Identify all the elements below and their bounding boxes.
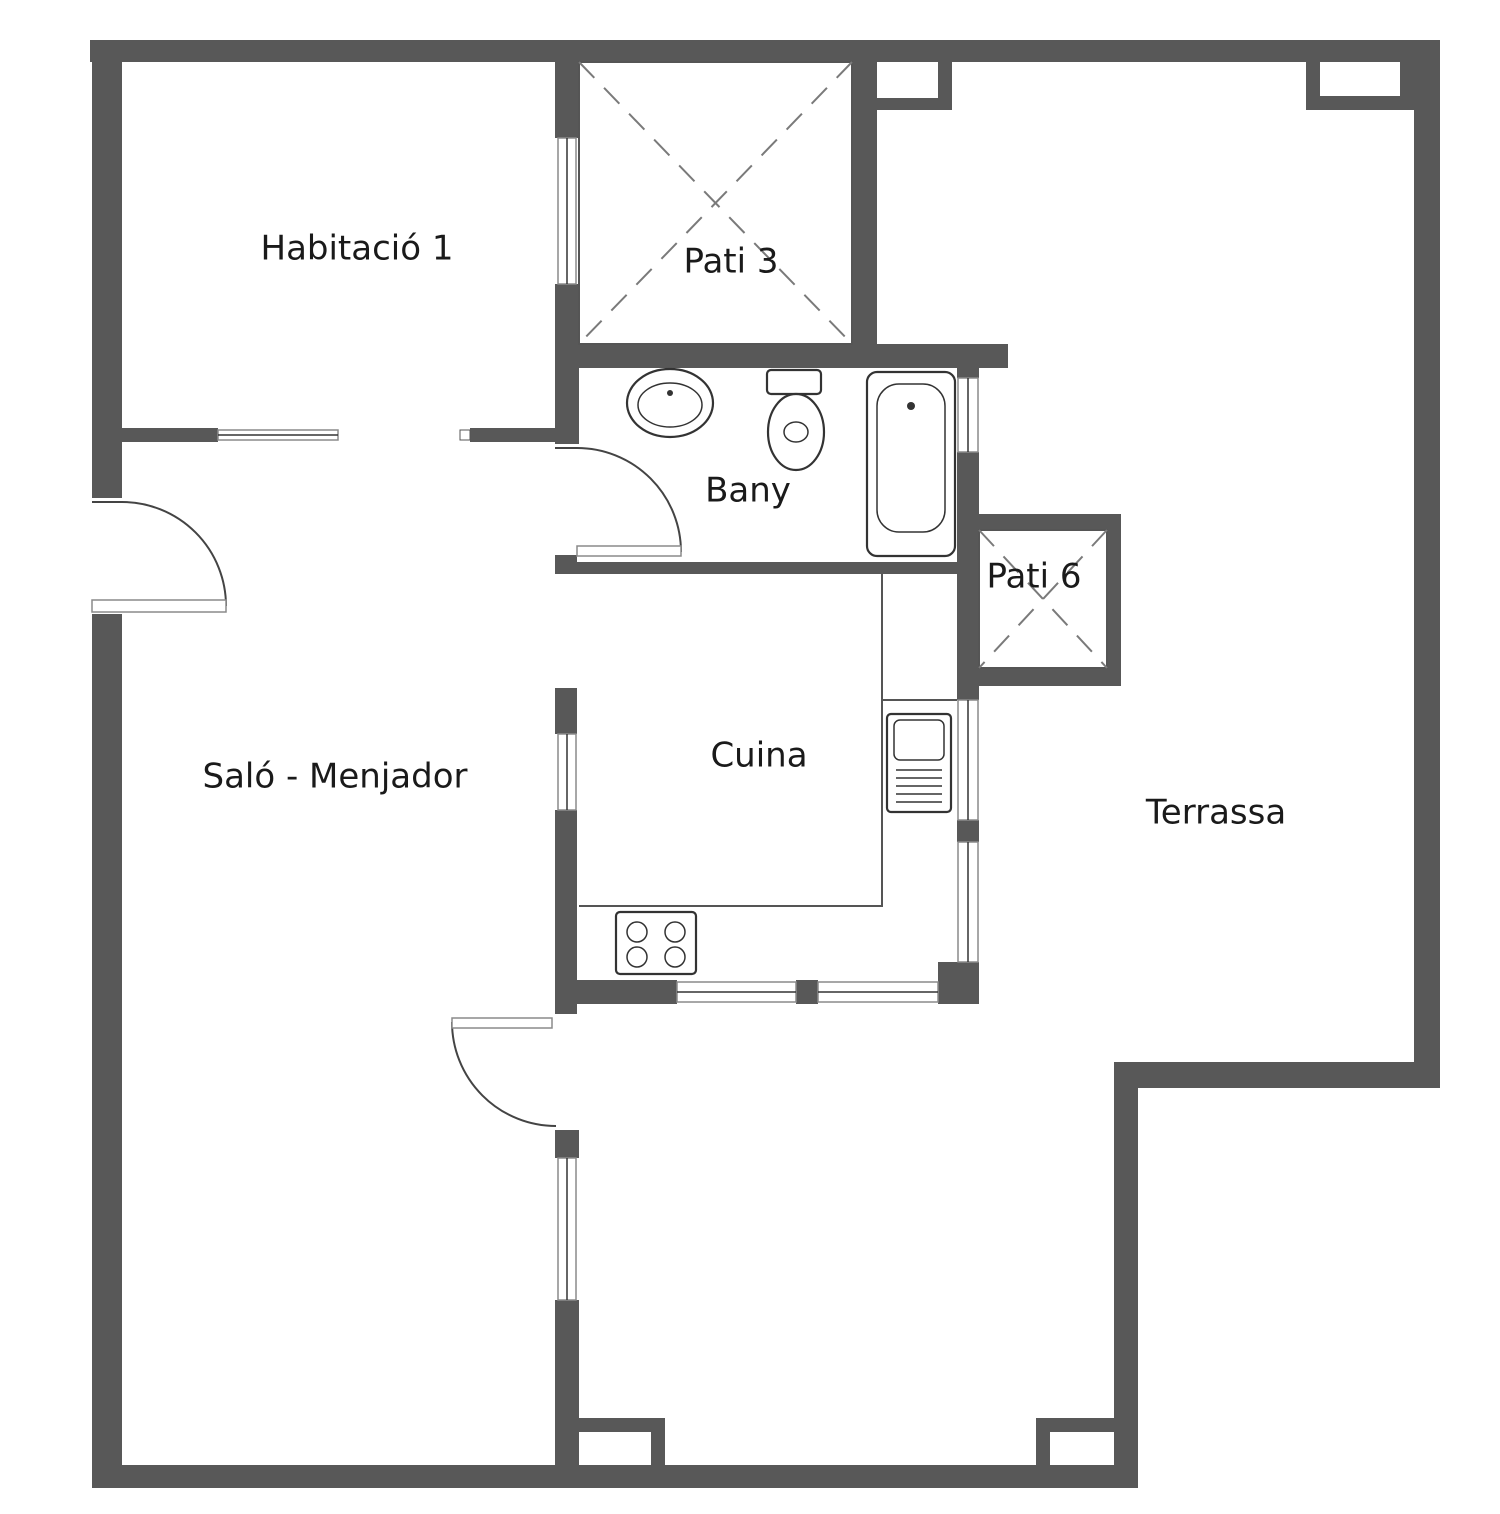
toilet-icon: [765, 368, 826, 472]
washbasin-icon: [625, 367, 715, 439]
stove-icon: [614, 910, 698, 976]
room-label-pati-6: Pati 6: [986, 557, 1081, 597]
windows: [217, 137, 979, 1301]
exterior-walls: [90, 40, 1440, 1488]
room-label-pati-3: Pati 3: [683, 242, 778, 282]
room-label-bany: Bany: [705, 471, 791, 511]
pati-3-hatch: [578, 61, 853, 345]
doors: [91, 447, 682, 1127]
pati-6-hatch: [978, 529, 1108, 669]
kitchen-counters: [579, 574, 957, 907]
kitchen-sink-icon: [885, 712, 953, 814]
room-label-cuina: Cuina: [710, 736, 807, 776]
room-label-salo-menjador: Saló - Menjador: [203, 757, 468, 797]
bathtub-icon: [865, 370, 957, 558]
interior-walls: [122, 40, 1414, 1488]
room-label-habitacio-1: Habitació 1: [261, 229, 454, 269]
room-label-terrassa: Terrassa: [1145, 793, 1286, 833]
